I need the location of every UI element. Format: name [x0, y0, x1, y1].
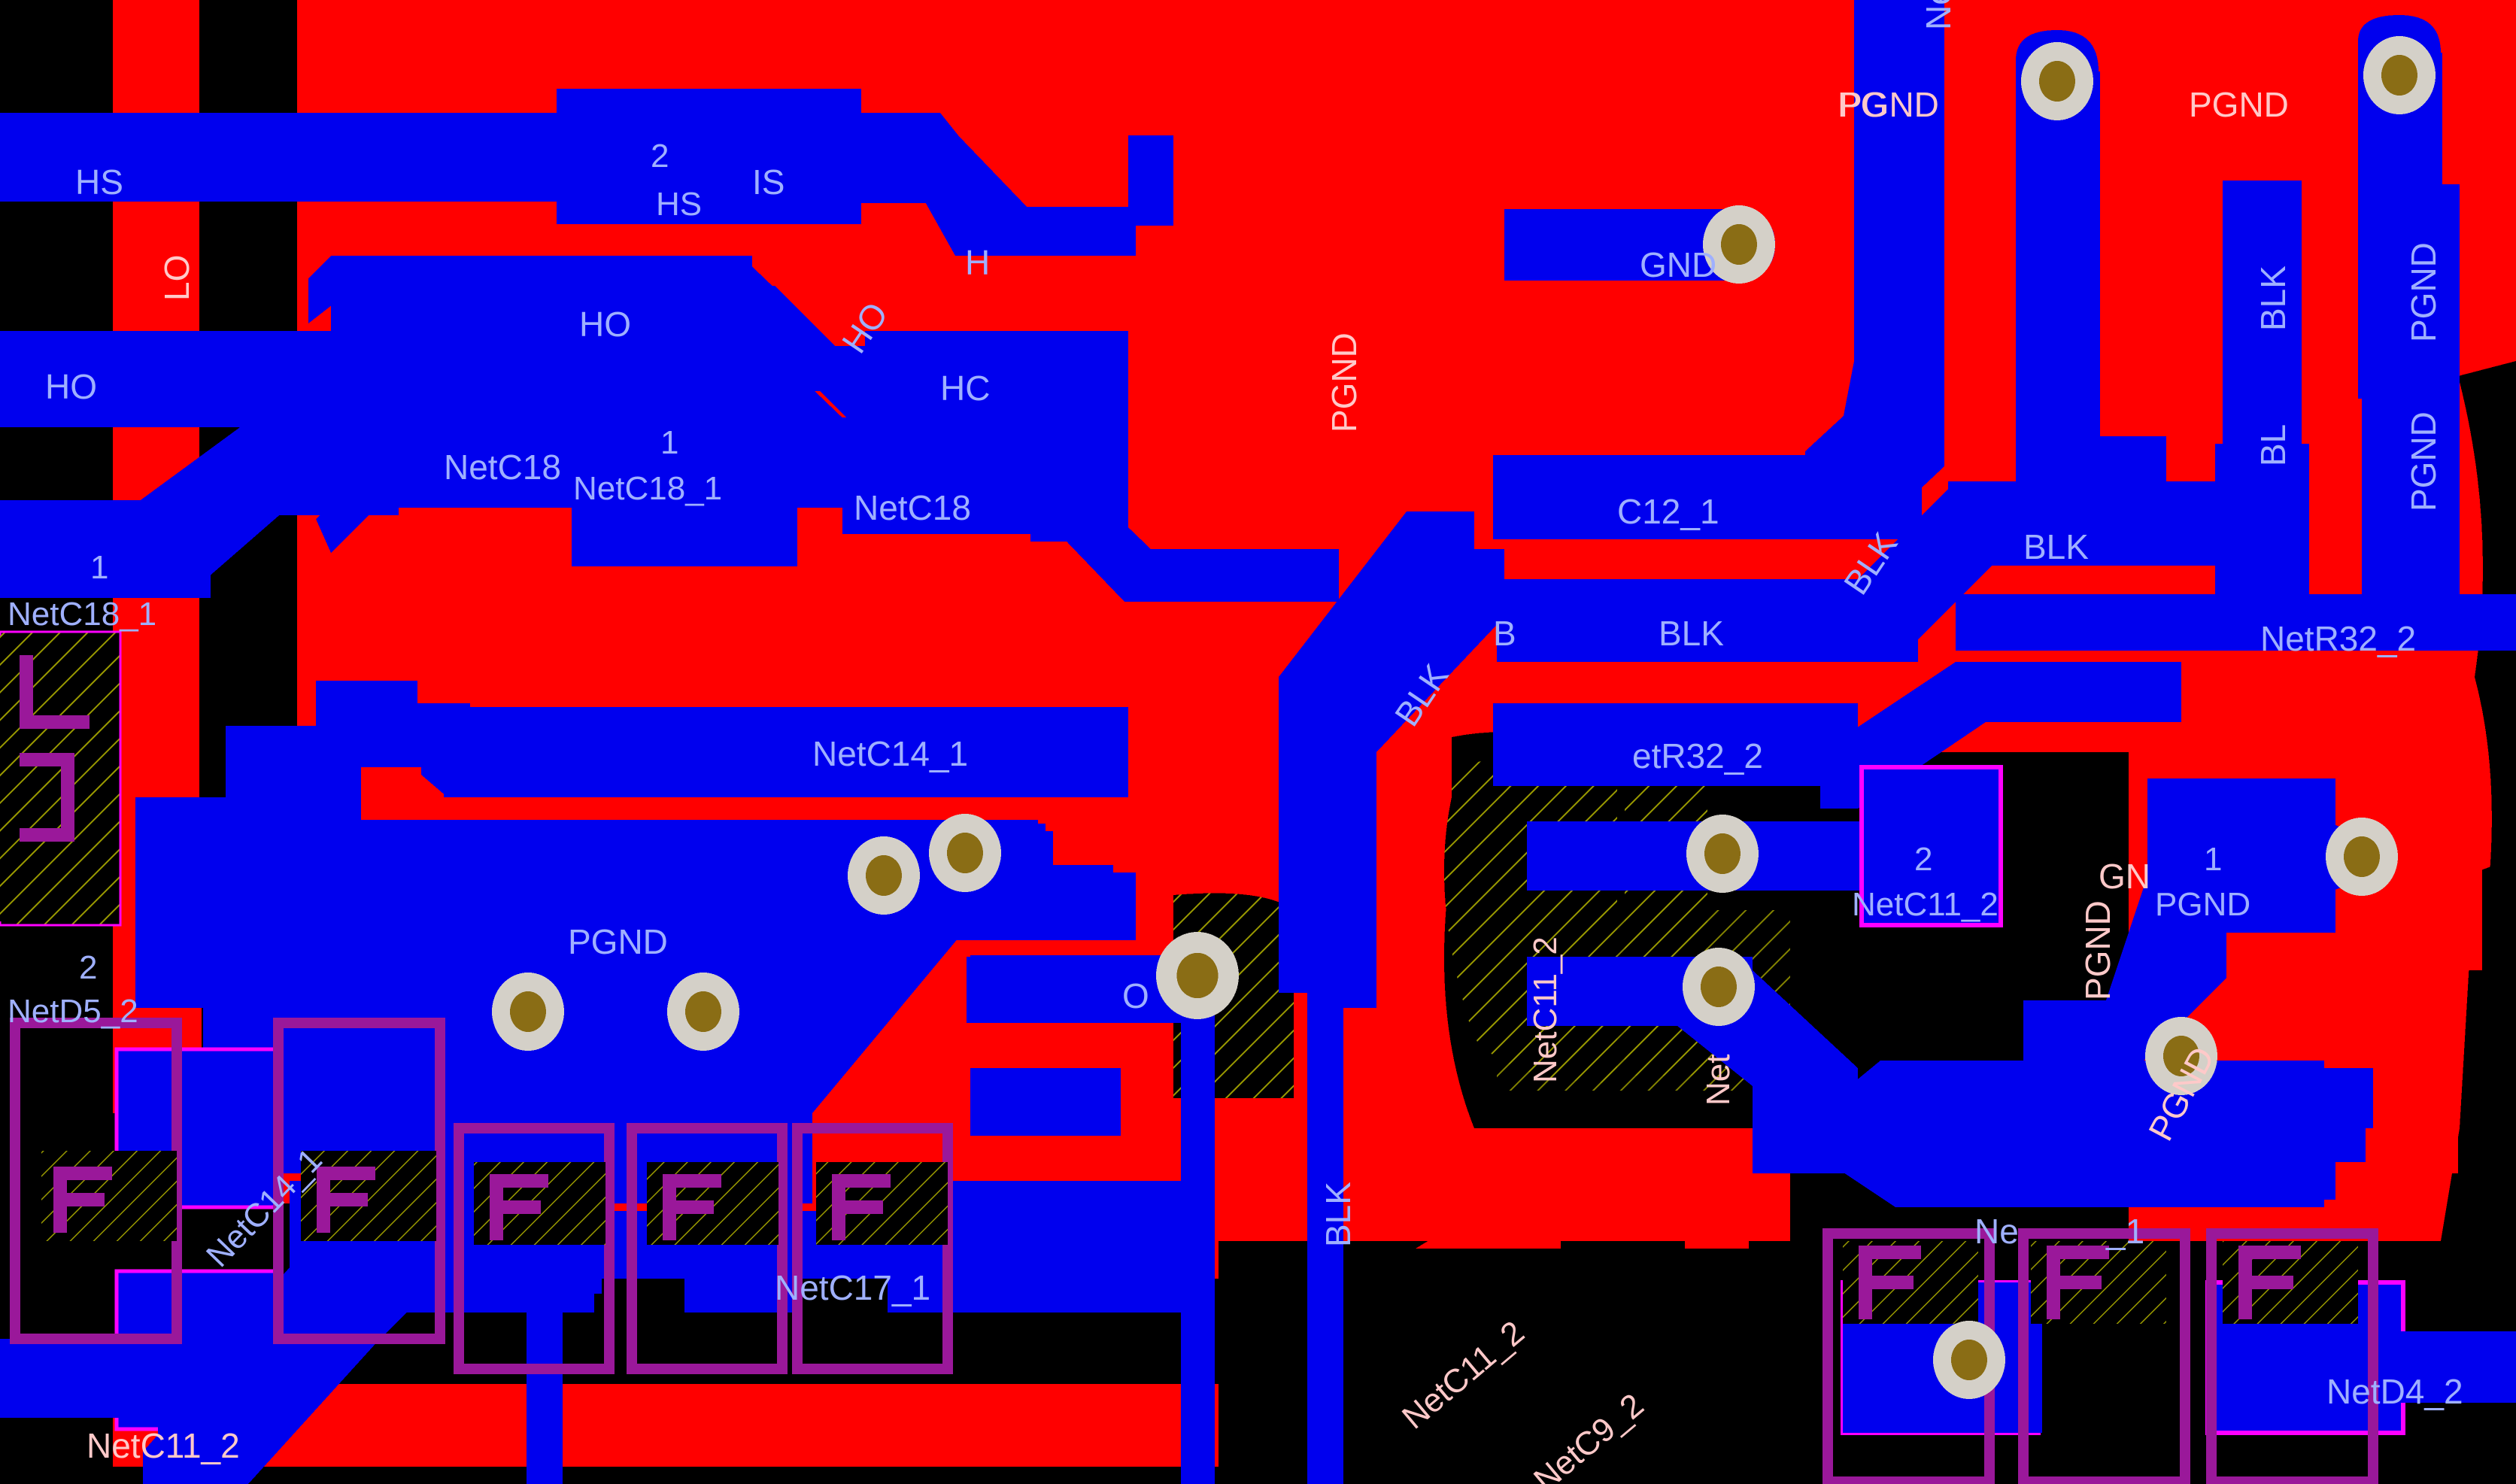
via-pgnd-0[interactable] — [2021, 42, 2093, 120]
via-group[interactable] — [492, 36, 2436, 1399]
via-drill-hole — [947, 832, 983, 874]
via-pgnd-10[interactable] — [2326, 818, 2398, 896]
via-drill-hole — [1721, 223, 1757, 266]
via-pgnd-6[interactable] — [667, 973, 739, 1051]
via-drill-hole — [2163, 1035, 2199, 1077]
via-drill-hole — [2381, 54, 2417, 96]
via-drill-hole — [2344, 836, 2380, 878]
via-drill-hole — [1701, 966, 1737, 1008]
component-designators — [20, 655, 2301, 1319]
pad-netc11-2 — [1859, 765, 2003, 927]
via-netc11_2-8[interactable] — [1686, 815, 1759, 893]
via-pgnd-1[interactable] — [2363, 36, 2436, 114]
via-pgnd-3[interactable] — [848, 836, 920, 915]
via-drill-hole — [2039, 60, 2075, 102]
via-pgnd-5[interactable] — [492, 973, 564, 1051]
via-drill-hole — [510, 991, 546, 1033]
via-drill-hole — [1951, 1339, 1987, 1381]
via-pgnd-4[interactable] — [929, 814, 1001, 892]
via-gnd-2[interactable] — [1703, 205, 1775, 284]
via-drill-hole — [1176, 952, 1219, 999]
via-netc11_2-9[interactable] — [1683, 948, 1755, 1026]
via-pgnd-7[interactable] — [1156, 932, 1239, 1019]
via-drill-hole — [685, 991, 721, 1033]
via-pgnd-11[interactable] — [2145, 1017, 2217, 1095]
via-drill-hole — [866, 854, 902, 897]
via-pgnd-12[interactable] — [1933, 1321, 2005, 1399]
pad-netc18-1 — [572, 375, 797, 566]
via-drill-hole — [1704, 833, 1741, 875]
